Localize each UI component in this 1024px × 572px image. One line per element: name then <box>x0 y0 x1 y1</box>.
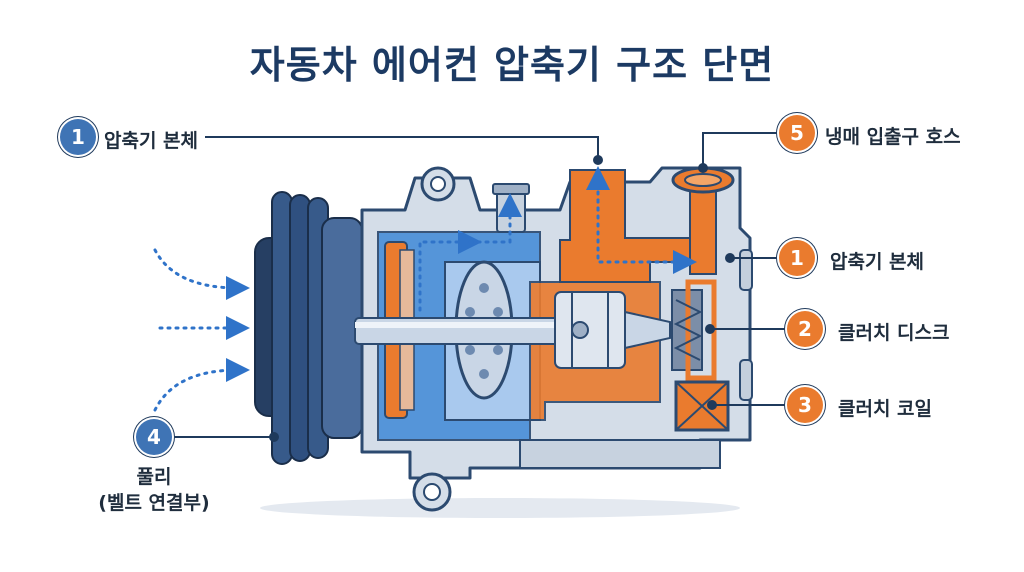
swash-hole-2 <box>465 307 475 317</box>
piston <box>554 291 626 369</box>
callout-badge-5: 5 <box>779 115 815 151</box>
leader-1-right-dot <box>725 253 735 263</box>
flow-to-fitting <box>468 193 522 244</box>
callout-label-3: 클러치 코일 <box>838 398 933 420</box>
swash-hole-5 <box>493 307 503 317</box>
callout-label-4-line1: 풀리 <box>136 466 172 488</box>
ground-shadow <box>260 498 740 518</box>
housing-rib-top <box>739 249 753 291</box>
airflow-arrow-top <box>153 248 250 300</box>
leader-4-dot <box>269 432 279 442</box>
airflow-arrow-bottom <box>153 358 250 412</box>
refrigerant-flow <box>418 166 697 312</box>
outlet-fitting-opening <box>684 173 722 187</box>
housing-base <box>519 439 721 469</box>
callout-badge-2: 2 <box>787 311 823 347</box>
inlet-fitting-cap <box>492 183 530 195</box>
page-title: 자동차 에어컨 압축기 구조 단면 <box>249 43 775 87</box>
outlet-fitting-body <box>689 181 717 275</box>
callout-label-1-right: 압축기 본체 <box>830 251 925 273</box>
piston-bolt <box>571 321 589 339</box>
flow-inlet-up <box>418 230 482 312</box>
callout-label-5: 냉매 입출구 호스 <box>825 126 961 148</box>
callout-badge-4: 4 <box>136 419 172 455</box>
flow-discharge <box>596 198 697 274</box>
leader-5-dot <box>698 163 708 173</box>
leader-2-dot <box>705 324 715 334</box>
mount-ear-bottom-hole <box>423 483 441 501</box>
callout-badge-1-left: 1 <box>60 119 96 155</box>
airflow-arrows <box>153 248 250 412</box>
mount-ear-top-hole <box>430 176 446 192</box>
callout-badge-3: 3 <box>787 387 823 423</box>
leader-1-left-dot <box>593 155 603 165</box>
swash-hole-3 <box>465 345 475 355</box>
swash-hole-4 <box>479 369 489 379</box>
callout-label-2: 클러치 디스크 <box>838 322 950 344</box>
swash-hole-6 <box>493 345 503 355</box>
piston-cone <box>624 310 671 350</box>
housing-rib-bottom <box>739 359 753 401</box>
leader-3-dot <box>707 400 717 410</box>
leader-5 <box>702 132 778 166</box>
leader-lines <box>172 132 785 442</box>
callout-label-4-line2: (벨트 연결부) <box>98 492 210 514</box>
clutch-disc-spring <box>673 299 703 361</box>
drive-shaft-highlight <box>355 322 600 328</box>
leader-1-left <box>205 136 599 158</box>
callout-badge-1-right: 1 <box>779 240 815 276</box>
clutch-coil-cross-2 <box>675 381 729 431</box>
callout-label-1-left: 압축기 본체 <box>104 130 199 152</box>
pulley <box>254 191 366 465</box>
swash-hole-1 <box>479 283 489 293</box>
